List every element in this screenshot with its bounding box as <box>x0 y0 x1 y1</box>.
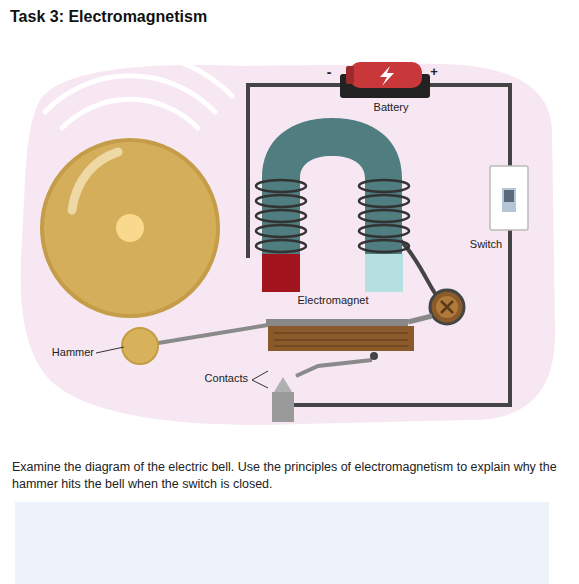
coil-winding <box>359 195 409 207</box>
background-blob <box>21 64 555 425</box>
electromagnet-core <box>262 118 403 292</box>
part-label: Switch <box>470 238 502 250</box>
coil-winding <box>256 240 306 252</box>
switch <box>490 166 528 230</box>
coil-windings <box>256 180 409 252</box>
leader-line <box>96 347 268 388</box>
coil-winding <box>256 210 306 222</box>
coil-winding <box>256 195 306 207</box>
circuit-wire <box>248 85 510 405</box>
contact-post <box>272 377 294 422</box>
coil-winding <box>256 180 306 192</box>
screw-terminal <box>430 290 464 324</box>
answer-box <box>15 502 549 584</box>
polarity-sign: - <box>327 64 332 80</box>
coil-winding <box>256 225 306 237</box>
coil-winding <box>359 210 409 222</box>
part-label: Contacts <box>205 372 248 384</box>
title: Task 3: Electromagnetism <box>10 8 207 26</box>
question-text: Examine the diagram of the electric bell… <box>12 459 568 493</box>
part-label: Battery <box>374 101 409 113</box>
coil-winding <box>359 225 409 237</box>
battery <box>340 62 430 98</box>
coil-winding <box>359 180 409 192</box>
coil-winding <box>359 240 409 252</box>
sound-waves <box>28 53 232 128</box>
polarity-sign: + <box>430 64 438 79</box>
bell <box>42 140 218 316</box>
armature <box>122 316 432 376</box>
part-label: Electromagnet <box>298 294 369 306</box>
part-label: Hammer <box>52 346 94 358</box>
